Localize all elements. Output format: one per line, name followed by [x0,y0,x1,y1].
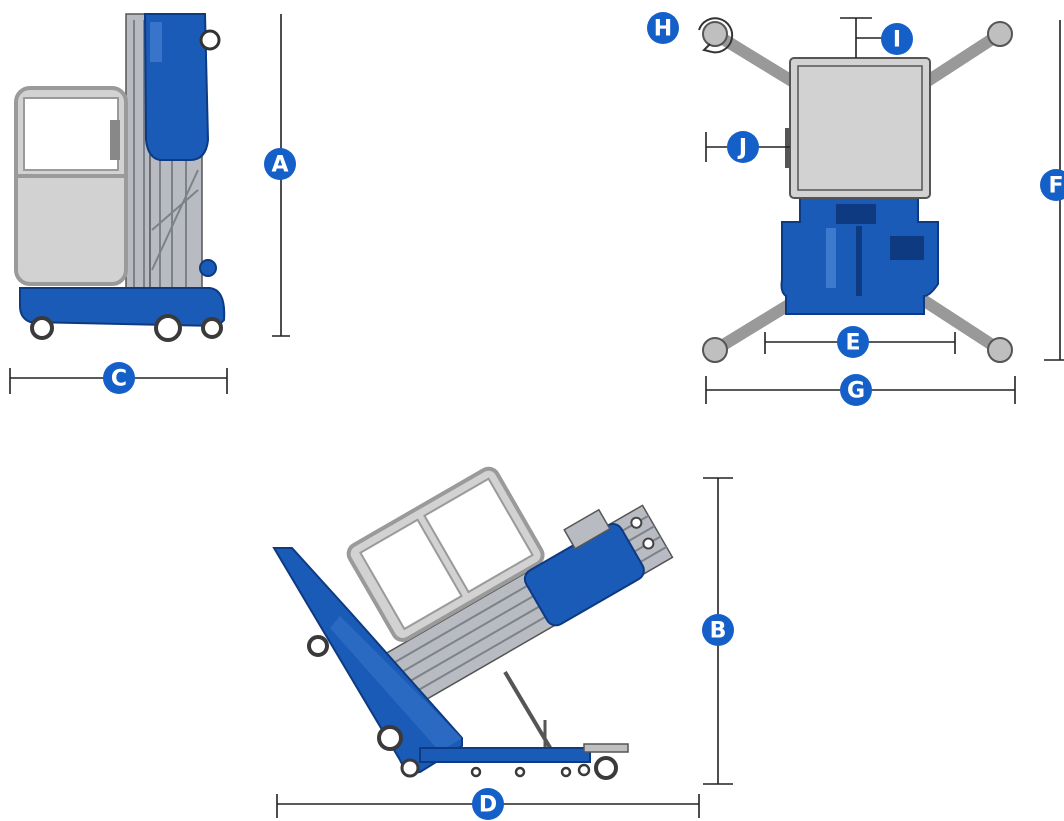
dimension-label-e: E [845,331,860,356]
stowed-view-wheel [577,763,591,777]
stowed-view-wheel [377,725,403,751]
stowed-view-wheel [400,758,420,778]
dimension-label-a: A [271,153,288,178]
dimension-label-b: B [710,619,727,644]
side-view-lift [14,13,226,342]
dimension-label-f: F [1048,174,1063,199]
dimension-b: B [702,477,734,785]
dimension-label-i: I [893,28,901,53]
stowed-view-wheel [470,766,482,778]
stowed-view-wheel [594,756,618,780]
dimension-f: F [1040,20,1064,361]
dimension-a: A [264,14,296,337]
dimension-label-j: J [737,136,747,161]
dimension-label-c: C [111,367,127,392]
dimension-h: H [647,12,679,44]
stowed-view-wheel [307,635,329,657]
dimension-i: I [840,17,913,58]
side-view-wheel [201,317,223,339]
side-view-wheel [30,316,54,340]
side-view-wheel [154,314,182,342]
outrigger-pad [987,21,1013,47]
outrigger-pad [987,337,1013,363]
rotation-arrow-icon [698,17,734,54]
dimension-label-h: H [654,17,672,42]
stowed-view-wheel [514,766,526,778]
dimension-c: C [9,362,228,394]
dimension-e: E [764,326,956,358]
outrigger-pad [702,21,728,47]
dimension-g: G [705,374,1016,406]
top-view-lift [698,17,1013,363]
stowed-view-chassis [419,747,591,763]
dimension-label-g: G [847,379,865,404]
top-view-platform [789,57,931,199]
stowed-view-carriage [523,523,645,627]
stowed-view-wheel [560,766,572,778]
dimension-d: D [276,788,700,820]
dimension-j: J [705,131,790,163]
dimension-label-d: D [479,793,497,818]
stowed-view-lift [272,466,674,780]
outrigger-pad [702,337,728,363]
